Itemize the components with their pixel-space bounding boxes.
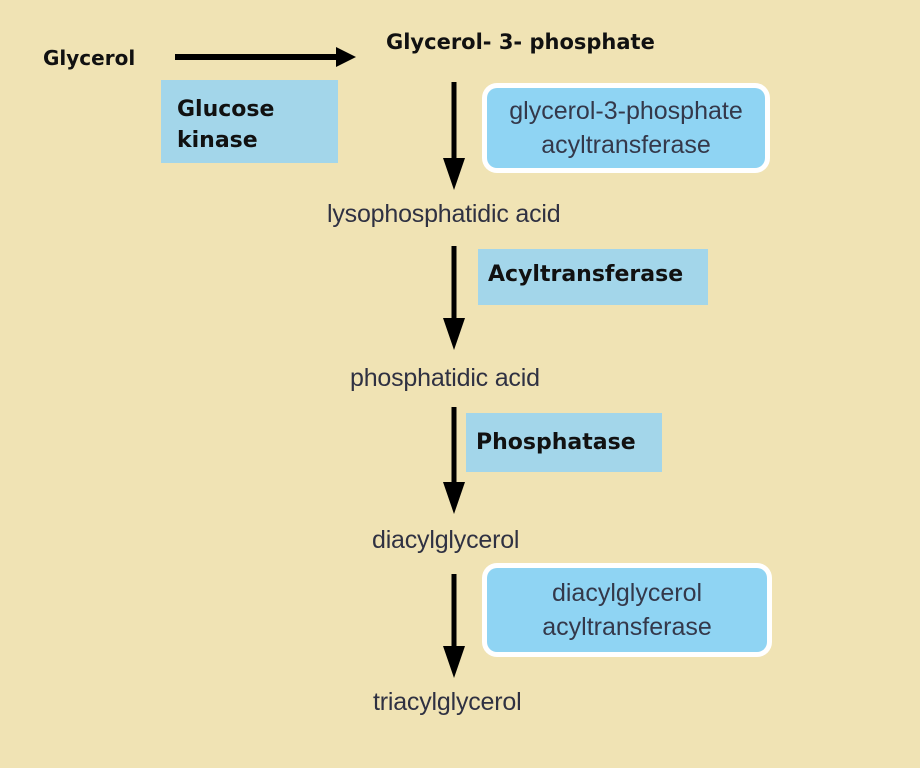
glucose-kinase-line2: kinase (177, 128, 258, 153)
arrow-pa-to-dag (443, 407, 465, 514)
glucose-kinase-box: Glucose kinase (161, 80, 338, 163)
arrow-glycerol-to-g3p (175, 47, 356, 67)
g3p-acyltransferase-box: glycerol-3-phosphate acyltransferase (487, 88, 765, 168)
arrow-dag-to-tag (443, 574, 465, 678)
acyltransferase-box: Acyltransferase (478, 249, 708, 305)
glucose-kinase-line1: Glucose (177, 97, 275, 122)
phosphatase-label: Phosphatase (476, 430, 636, 455)
dag-acyltransferase-line1: diacylglycerol (551, 579, 703, 607)
glycerol-label: Glycerol (43, 46, 136, 70)
dag-acyltransferase-line2: acyltransferase (542, 613, 712, 641)
lysophosphatidic-acid-label: lysophosphatidic acid (327, 200, 561, 228)
acyltransferase-label: Acyltransferase (488, 262, 684, 287)
triacylglycerol-label: triacylglycerol (373, 688, 522, 716)
phosphatidic-acid-label: phosphatidic acid (350, 364, 540, 392)
phosphatase-box: Phosphatase (466, 413, 662, 472)
diacylglycerol-label: diacylglycerol (372, 526, 520, 554)
dag-acyltransferase-box: diacylglycerol acyltransferase (487, 568, 767, 652)
arrow-lpa-to-pa (443, 246, 465, 350)
g3p-acyltransferase-line1: glycerol-3-phosphate (509, 97, 743, 125)
g3p-acyltransferase-line2: acyltransferase (541, 131, 711, 159)
arrow-g3p-to-lpa (443, 82, 465, 190)
glycerol-3-phosphate-label: Glycerol- 3- phosphate (386, 30, 655, 54)
